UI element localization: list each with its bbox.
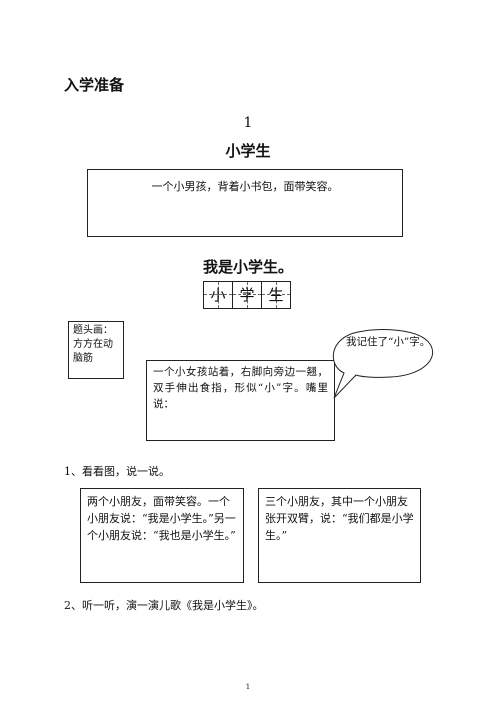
speech-bubble-icon bbox=[332, 329, 433, 399]
scene-picture-caption: 一个小女孩站着，右脚向旁边一翘，双手伸出食指，形似“小”字。嘴里说： bbox=[153, 366, 328, 410]
header-picture-note: 题头画：方方在动脑筋 bbox=[68, 321, 124, 379]
dialog-picture-box-1: 两个小朋友，面带笑容。一个小朋友说：“我是小学生。”另一个小朋友说：“我也是小学… bbox=[80, 488, 244, 583]
dialog-picture-caption-1: 两个小朋友，面带笑容。一个小朋友说：“我是小学生。”另一个小朋友说：“我也是小学… bbox=[87, 495, 236, 542]
dialog-picture-caption-2: 三个小朋友，其中一个小朋友张开双臂，说：“我们都是小学生。” bbox=[265, 495, 414, 542]
page-number: 1 bbox=[245, 683, 251, 691]
grid-character: 学 bbox=[239, 286, 255, 304]
lesson-number: 1 bbox=[243, 115, 253, 131]
model-sentence: 我是小学生。 bbox=[202, 258, 293, 276]
dialog-picture-box-2: 三个小朋友，其中一个小朋友张开双臂，说：“我们都是小学生。” bbox=[258, 488, 421, 583]
character-grid: 小 学 生 bbox=[203, 281, 291, 309]
grid-character: 生 bbox=[268, 286, 284, 304]
scene-picture-box: 一个小女孩站着，右脚向旁边一翘，双手伸出食指，形似“小”字。嘴里说： bbox=[146, 360, 335, 441]
intro-picture-box: 一个小男孩，背着小书包，面带笑容。 bbox=[87, 169, 403, 237]
grid-cell: 学 bbox=[233, 282, 262, 308]
grid-cell: 小 bbox=[204, 282, 233, 308]
header-picture-note-text: 题头画：方方在动脑筋 bbox=[73, 325, 113, 364]
task-1-instruction: 1、看看图，说一说。 bbox=[64, 465, 170, 478]
lesson-title: 小学生 bbox=[225, 142, 271, 160]
section-heading: 入学准备 bbox=[64, 76, 125, 94]
task-2-instruction: 2、听一听，演一演儿歌《我是小学生》。 bbox=[64, 599, 264, 612]
grid-character: 小 bbox=[210, 286, 226, 304]
intro-picture-caption: 一个小男孩，背着小书包，面带笑容。 bbox=[151, 180, 339, 193]
speech-bubble-text: 我记住了“小”字。 bbox=[346, 336, 431, 348]
grid-cell: 生 bbox=[262, 282, 290, 308]
